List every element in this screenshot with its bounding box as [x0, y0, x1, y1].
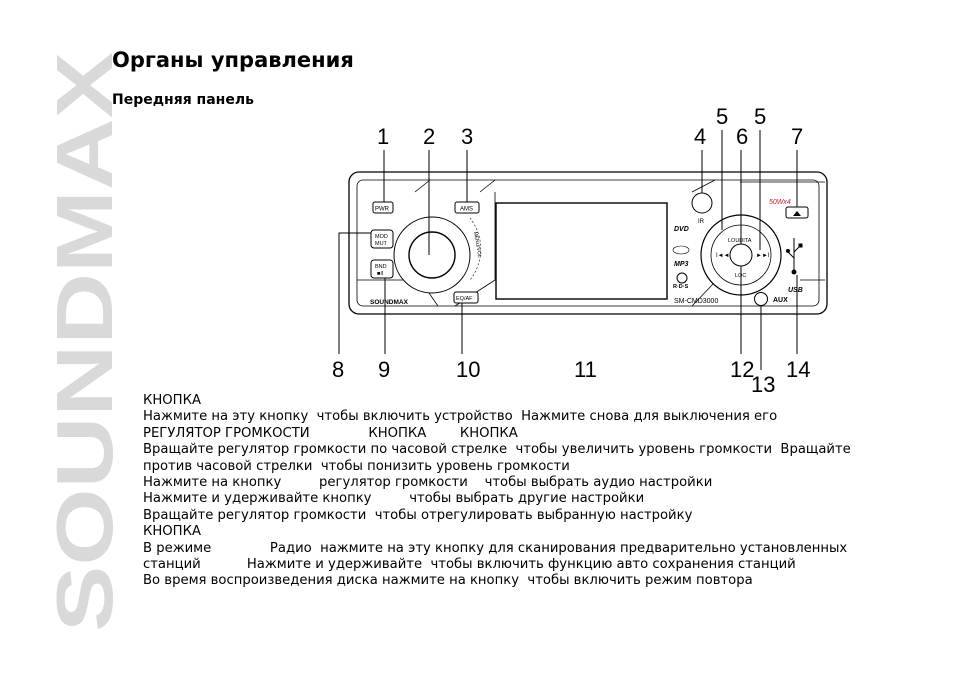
callout-12: 12 [730, 357, 754, 382]
mod-mut-button[interactable]: MOD MUT [370, 229, 394, 249]
rds-logo: R·D·S [673, 284, 689, 290]
aux-label: AUX [773, 297, 788, 304]
callout-5b: 5 [754, 104, 766, 129]
callout-4: 4 [694, 124, 706, 149]
section-subtitle: Передняя панель [112, 92, 254, 108]
ir-label: IR [698, 219, 705, 225]
ir-sensor: IR [691, 192, 713, 225]
loudita-label: LOUDITA [728, 238, 752, 244]
mut-label: MUT [375, 241, 388, 247]
multifunction-knob[interactable] [700, 214, 782, 296]
pwr-button[interactable]: PWR [372, 201, 394, 214]
cd-logo [676, 272, 688, 284]
brand-vertical-text: SOUNDMAX [40, 52, 129, 632]
panel-inner-frame [356, 179, 820, 307]
callout-1: 1 [377, 124, 389, 149]
mp3-logo: MP3 [674, 261, 689, 268]
text-line: КНОПКА [143, 524, 201, 540]
text-line: РЕГУЛЯТОР ГРОМКОСТИ КНОПКА КНОПКА [143, 425, 518, 441]
text-line: станций Нажмите и удерживайте чтобы вклю… [143, 557, 796, 573]
usb-icon [786, 238, 803, 275]
text-line: Вращайте регулятор громкости по часовой … [143, 442, 851, 458]
eq-af-button[interactable]: EQ/AF [453, 291, 479, 304]
display-screen [495, 202, 668, 300]
callout-3: 3 [461, 124, 473, 149]
brand-vertical-logo: SOUNDMAX [40, 52, 129, 632]
bnd-label: BND [375, 264, 387, 270]
callout-7: 7 [791, 124, 803, 149]
dvd-logo: DVD [674, 226, 689, 233]
controls-description: КНОПКА Нажмите на эту кнопку чтобы включ… [143, 393, 883, 590]
text-line: против часовой стрелки чтобы понизить ур… [143, 458, 570, 474]
menu-vol-label: MENU/VOL [472, 231, 482, 258]
callout-10: 10 [456, 357, 480, 382]
text-line: Вращайте регулятор громкости чтобы отрег… [143, 507, 693, 523]
eject-button[interactable] [785, 206, 809, 219]
ams-label: AMS [460, 207, 473, 213]
panel-brand-label: SOUNDMAX [370, 299, 409, 306]
ams-button[interactable]: AMS [454, 201, 480, 214]
prev-label: I◄◄ [716, 253, 730, 259]
bnd-button[interactable]: BND ■II [370, 259, 394, 279]
page-title: Органы управления [112, 48, 354, 72]
usb-label: USB [788, 287, 803, 294]
text-line: Во время воспроизведения диска нажмите н… [143, 573, 753, 589]
aux-jack[interactable] [754, 292, 768, 306]
callout-5a: 5 [716, 104, 728, 129]
callout-14: 14 [786, 357, 810, 382]
text-line: В режиме Радио нажмите на эту кнопку для… [143, 540, 848, 556]
disc-logo [672, 245, 690, 255]
text-line: Нажмите на эту кнопку чтобы включить уст… [143, 409, 778, 425]
callout-8: 8 [332, 357, 344, 382]
mod-label: MOD [375, 234, 388, 240]
eq-af-label: EQ/AF [456, 296, 473, 302]
callout-11: 11 [574, 357, 597, 382]
pwr-label: PWR [375, 207, 390, 213]
front-panel-diagram: 1 2 3 4 5 6 5 7 8 9 10 11 12 13 14 PWR A… [332, 104, 828, 397]
panel-outer-frame [348, 171, 828, 315]
next-label: ►►I [756, 253, 770, 259]
volume-knob[interactable] [393, 216, 471, 294]
callout-6: 6 [736, 124, 748, 149]
play-pause-label: ■II [377, 271, 384, 277]
callout-9: 9 [378, 357, 390, 382]
eject-icon [793, 211, 801, 216]
text-line: КНОПКА [143, 393, 201, 408]
power-rating-label: 50Wx4 [769, 199, 791, 206]
text-line: Нажмите на кнопку регулятор громкости чт… [143, 475, 713, 491]
callout-13: 13 [751, 372, 775, 397]
text-line: Нажмите и удерживайте кнопку чтобы выбра… [143, 491, 645, 507]
callout-2: 2 [423, 124, 435, 149]
